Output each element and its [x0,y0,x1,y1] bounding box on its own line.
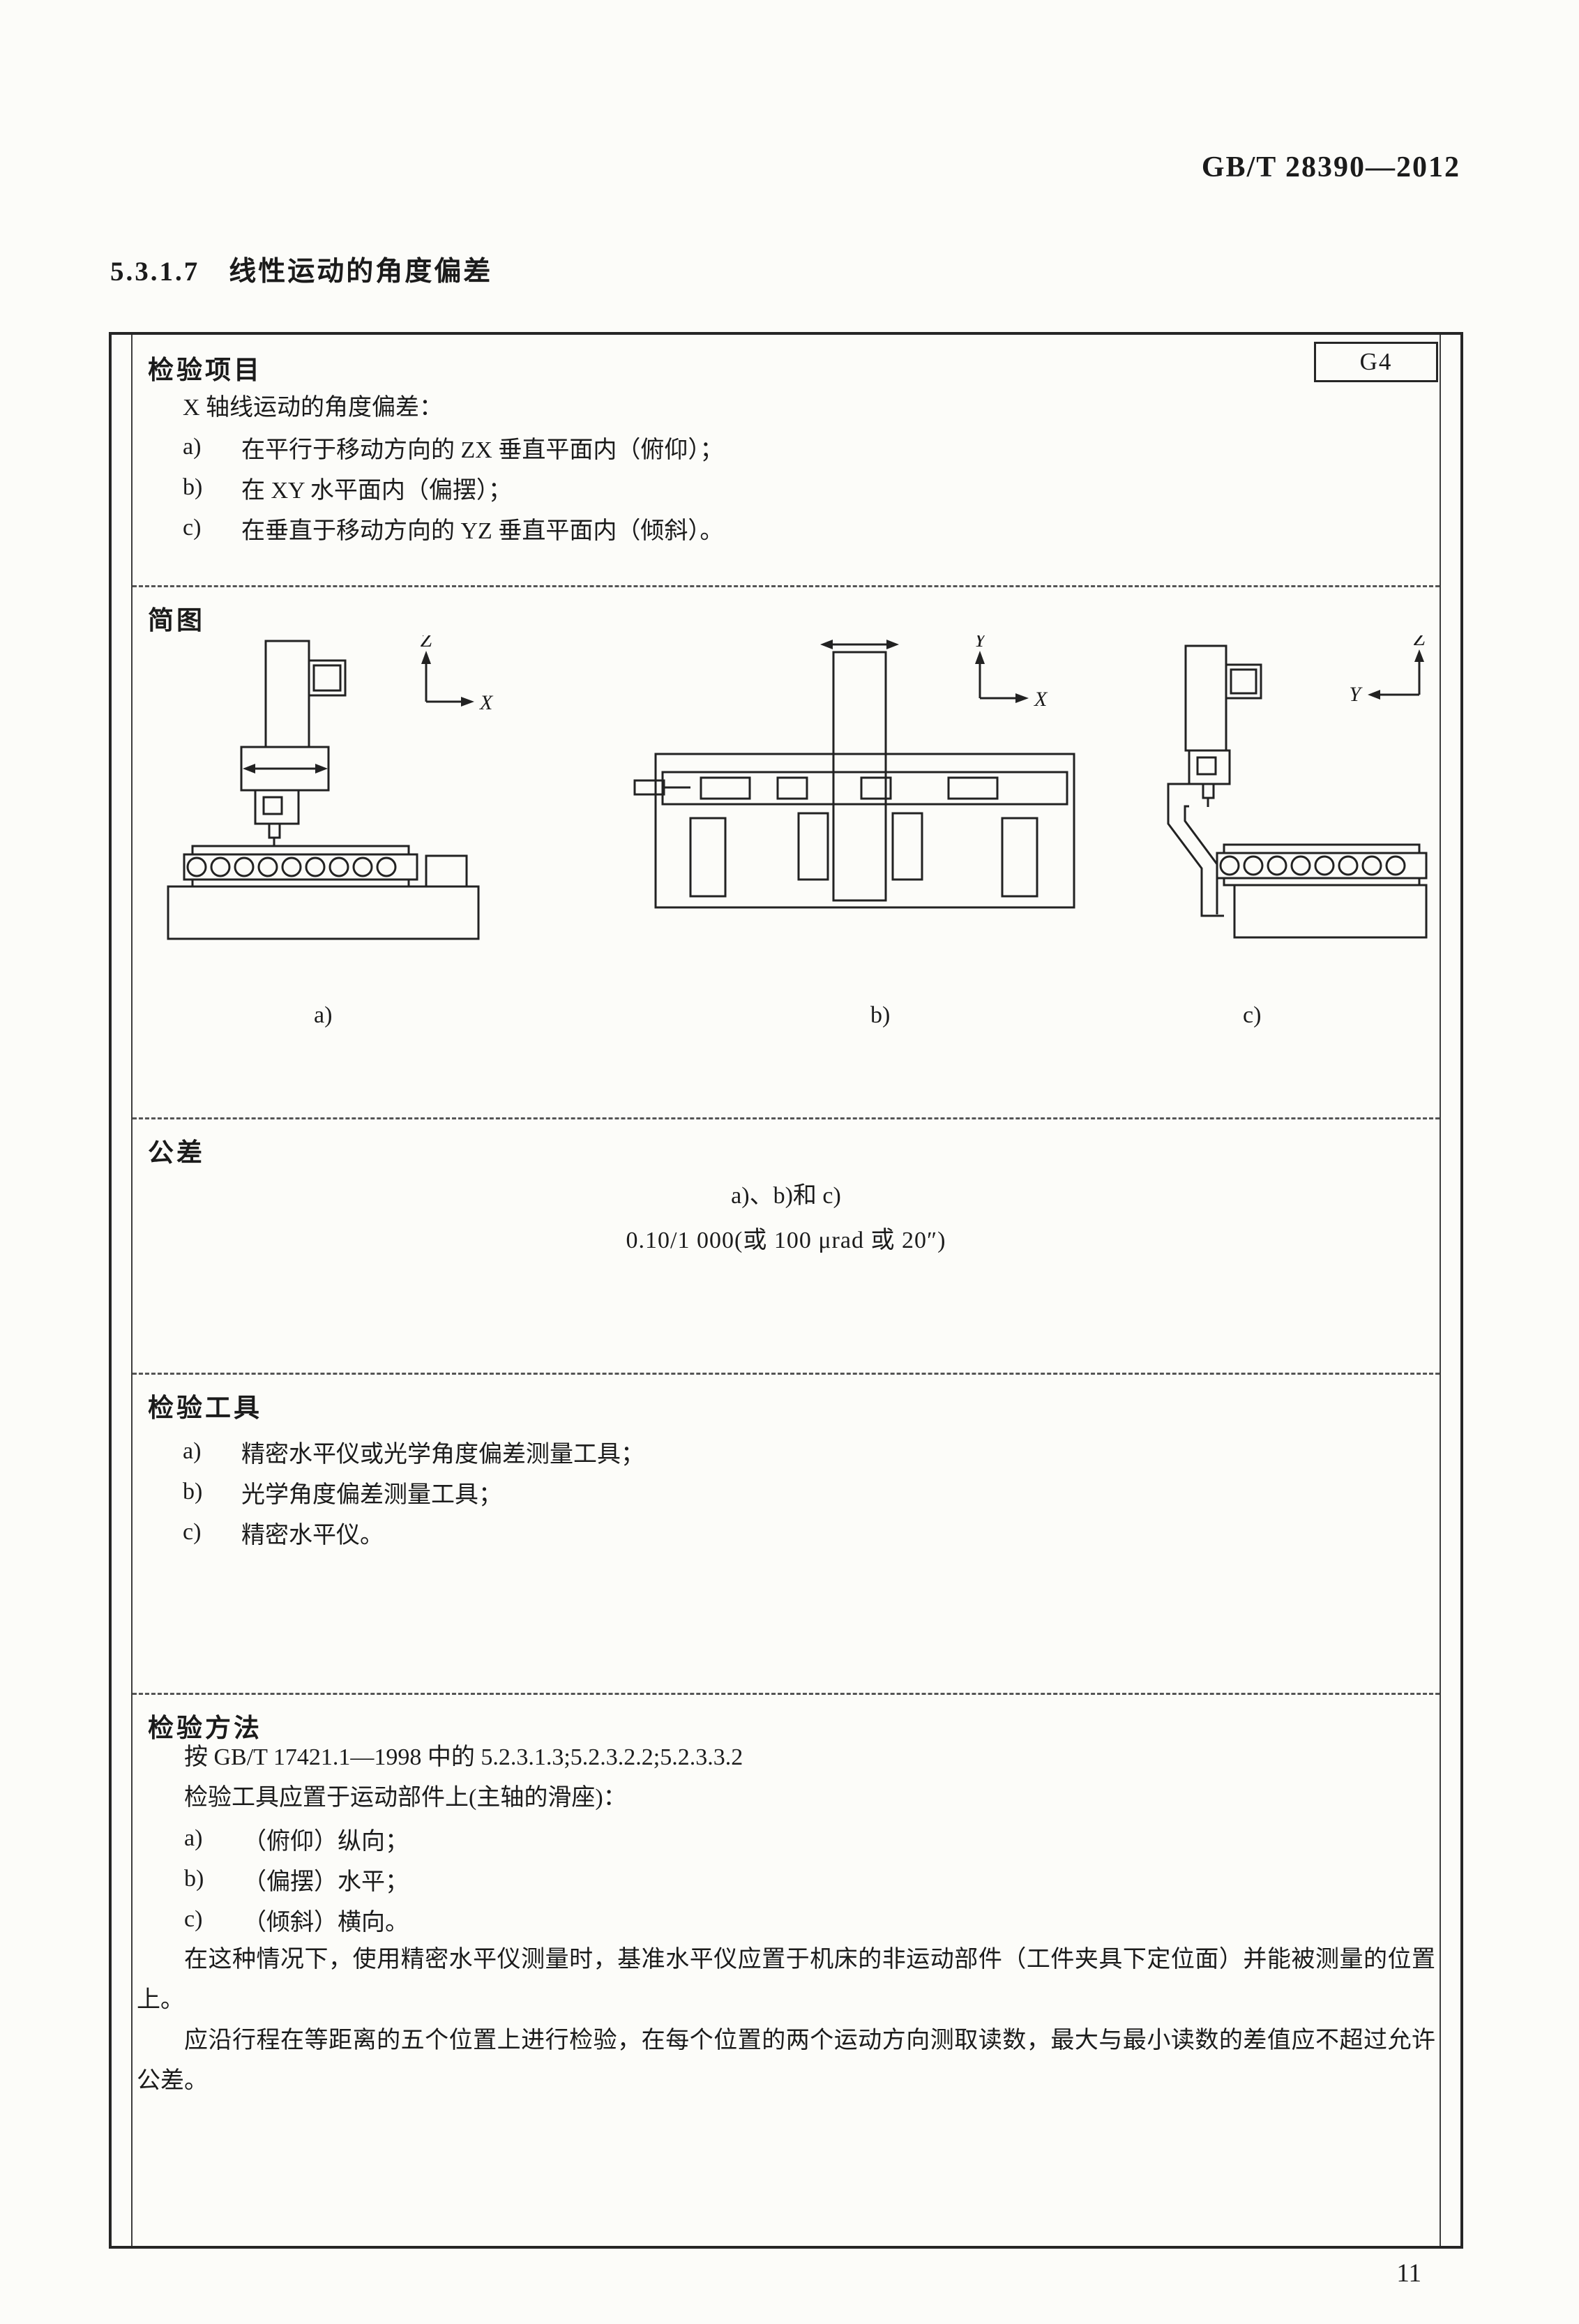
table-inner-line-right [1440,335,1441,2246]
item-marker: b) [184,1866,204,1892]
axis-label-z: Z [1414,635,1426,650]
axes-b: Y X [974,635,1048,711]
list-item: c) 精密水平仪。 [183,1512,644,1553]
list-item: b) （偏摆）水平； [137,1859,1435,1899]
doc-number: GB/T 28390—2012 [1201,151,1460,183]
item-text: 在平行于移动方向的 ZX 垂直平面内（俯仰）； [241,437,724,463]
method-placement: 检验工具应置于运动部件上(主轴的滑座)： [184,1785,627,1811]
list-item: a) （俯仰）纵向； [137,1818,1435,1859]
row-separator [133,1693,1440,1695]
tools-list: a) 精密水平仪或光学角度偏差测量工具； b) 光学角度偏差测量工具； c) 精… [183,1431,644,1553]
machine-diagram-a: Z X [167,635,494,940]
row-inspection-item: 检验项目 G4 X 轴线运动的角度偏差： a) 在平行于移动方向的 ZX 垂直平… [112,335,1460,585]
axis-label-z: Z [421,635,432,651]
item-marker: a) [183,434,202,460]
method-paragraph-1: 在这种情况下，使用精密水平仪测量时，基准水平仪应置于机床的非运动部件（工件夹具下… [137,1947,1435,2013]
axes-a: Z X [421,635,494,714]
item-text: （倾斜）横向。 [243,1909,409,1936]
method-paragraph-2: 应沿行程在等距离的五个位置上进行检验，在每个位置的两个运动方向测取读数，最大与最… [137,2028,1435,2094]
row-inspection-tools: 检验工具 a) 精密水平仪或光学角度偏差测量工具； b) 光学角度偏差测量工具；… [112,1373,1460,1693]
item-text: 在 XY 水平面内（偏摆）； [241,477,512,504]
row-label-tools: 检验工具 [148,1394,262,1423]
axis-label-x: X [479,691,494,714]
machine-diagram-c: Z Y [1167,635,1428,939]
row-separator [133,585,1440,587]
method-list: a) （俯仰）纵向； b) （偏摆）水平； c) （倾斜）横向。 [137,1818,1435,1940]
tolerance-line-2: 0.10/1 000(或 100 μrad 或 20″) [626,1228,946,1253]
item-text: 精密水平仪或光学角度偏差测量工具； [241,1441,644,1467]
axis-label-y: Y [974,635,988,651]
spec-table: 检验项目 G4 X 轴线运动的角度偏差： a) 在平行于移动方向的 ZX 垂直平… [109,332,1463,2249]
item-marker: c) [183,515,202,541]
diagram-caption-a: a) [314,1002,333,1028]
row-inspection-method: 检验方法 按 GB/T 17421.1—1998 中的 5.2.3.1.3;5.… [112,1693,1460,2246]
list-item: c) 在垂直于移动方向的 YZ 垂直平面内（倾斜）。 [183,508,723,548]
machine-outline-b [633,640,1075,909]
list-item: b) 在 XY 水平面内（偏摆）； [183,467,723,508]
list-item: c) （倾斜）横向。 [137,1899,1435,1940]
list-item: a) 在平行于移动方向的 ZX 垂直平面内（俯仰）； [183,427,723,467]
row-diagram: 简图 [112,585,1460,1117]
machine-diagram-b: Y X [633,635,1075,909]
method-body: 按 GB/T 17421.1—1998 中的 5.2.3.1.3;5.2.3.2… [137,1737,1435,2102]
row-tolerance: 公差 a)、b)和 c) 0.10/1 000(或 100 μrad 或 20″… [112,1117,1460,1373]
page-number: 11 [1396,2259,1421,2288]
machine-outline-a [167,640,480,940]
item-marker: b) [183,1479,203,1504]
item-marker: b) [183,474,203,500]
item-marker: a) [183,1438,202,1464]
row-label-tolerance: 公差 [148,1139,205,1168]
row-label-item: 检验项目 [148,356,262,385]
item-marker: a) [184,1825,203,1851]
diagram-caption-c: c) [1243,1002,1262,1028]
item-marker: c) [184,1906,203,1932]
item-intro: X 轴线运动的角度偏差： [183,395,444,421]
item-text: 光学角度偏差测量工具； [241,1481,502,1508]
g4-code-box: G4 [1314,342,1438,382]
table-inner-line-left [131,335,133,2246]
section-heading: 5.3.1.7 线性运动的角度偏差 [110,257,493,287]
machine-outline-c [1167,644,1428,939]
axis-label-x: X [1034,688,1048,711]
diagram-caption-b: b) [870,1002,891,1028]
item-list: a) 在平行于移动方向的 ZX 垂直平面内（俯仰）； b) 在 XY 水平面内（… [183,427,723,548]
axis-label-y: Y [1349,683,1363,706]
item-marker: c) [183,1519,202,1545]
item-text: 在垂直于移动方向的 YZ 垂直平面内（倾斜）。 [241,518,724,544]
axes-c: Z Y [1349,635,1425,706]
row-label-method: 检验方法 [148,1714,262,1743]
list-item: a) 精密水平仪或光学角度偏差测量工具； [183,1431,644,1472]
list-item: b) 光学角度偏差测量工具； [183,1472,644,1512]
row-separator [133,1117,1440,1119]
row-label-diagram: 简图 [148,607,205,635]
tolerance-line-1: a)、b)和 c) [731,1183,841,1209]
item-text: （偏摆）水平； [243,1869,409,1895]
item-text: 精密水平仪。 [241,1522,384,1548]
method-reference: 按 GB/T 17421.1—1998 中的 5.2.3.1.3;5.2.3.2… [184,1744,743,1770]
item-text: （俯仰）纵向； [243,1828,409,1855]
row-separator [133,1373,1440,1375]
